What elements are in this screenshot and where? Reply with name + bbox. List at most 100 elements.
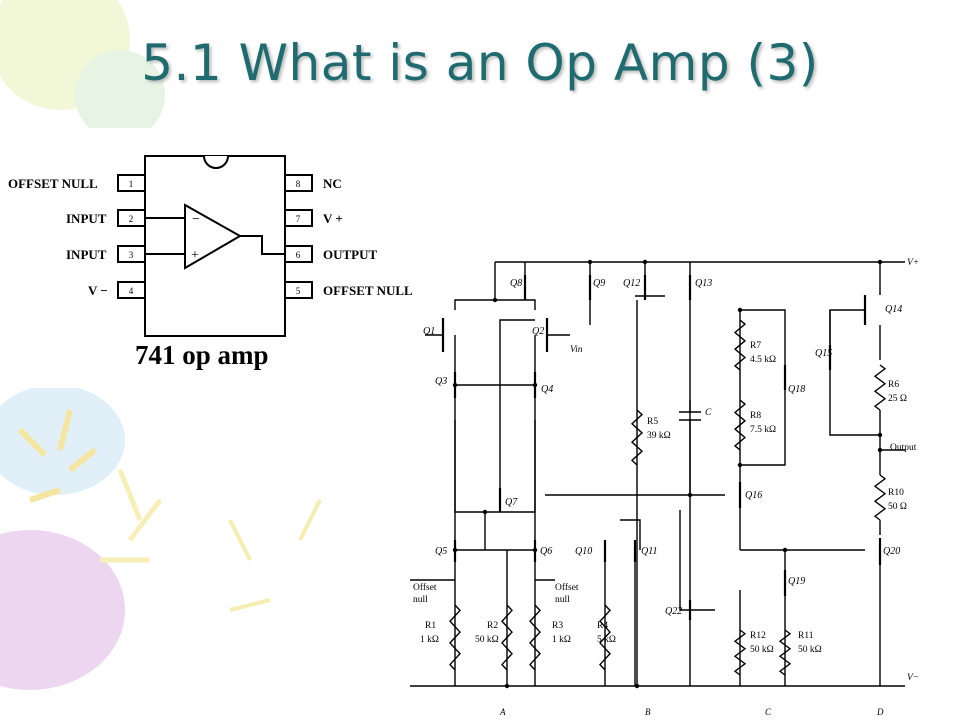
slide-title: 5.1 What is an Op Amp (3) — [141, 34, 819, 92]
schematic-wires — [410, 261, 905, 687]
capacitor-label: C — [705, 408, 712, 418]
vplus-label: V+ — [907, 258, 919, 268]
pinout-diagram: OFFSET NULL INPUT INPUT V − NC V + OUTPU… — [0, 128, 440, 388]
r10-value: 50 Ω — [888, 502, 907, 512]
q7-label: Q7 — [505, 497, 518, 508]
q14-label: Q14 — [885, 304, 902, 315]
r3-name: R3 — [552, 621, 563, 631]
decor-rays-3 — [228, 499, 322, 612]
r11-value: 50 kΩ — [798, 645, 822, 655]
transistor-bars — [441, 275, 882, 620]
q8-label: Q8 — [510, 278, 522, 289]
pin-5-label: OFFSET NULL — [323, 283, 413, 298]
pinout-caption: 741 op amp — [135, 340, 269, 370]
r12-value: 50 kΩ — [750, 645, 774, 655]
r5-zigzag — [630, 409, 644, 466]
q3-label: Q3 — [435, 376, 447, 387]
opamp-wires — [145, 217, 285, 255]
r2-name: R2 — [487, 621, 498, 631]
decor-balloon-green — [75, 50, 165, 140]
pin-1-number: 1 — [129, 179, 134, 189]
q13-label: Q13 — [695, 278, 712, 289]
q10-label: Q10 — [575, 546, 592, 557]
junction-dot — [532, 382, 538, 388]
q2-label: Q2 — [532, 326, 544, 337]
opamp-triangle — [184, 203, 243, 270]
offset-null-left-2: null — [413, 595, 428, 605]
package-notch — [203, 155, 229, 169]
offset-null-left-1: Offset — [413, 582, 437, 593]
junction-dot — [482, 509, 488, 515]
noninverting-sign: + — [191, 248, 199, 263]
r4-zigzag — [599, 604, 611, 671]
pin-5-number: 5 — [296, 286, 301, 296]
junction-dot — [737, 307, 743, 313]
junction-dot — [634, 683, 640, 689]
r8-value: 7.5 kΩ — [750, 425, 776, 435]
bottom-label-b: B — [645, 707, 651, 717]
decor-rays — [17, 409, 97, 503]
pin-4-label: V − — [88, 283, 108, 298]
junction-dot — [532, 547, 538, 553]
pin-8-box — [284, 174, 313, 192]
junction-dot — [452, 382, 458, 388]
pin-4-box — [117, 281, 146, 299]
junction-dot — [452, 547, 458, 553]
r2-zigzag — [501, 604, 513, 671]
pin-4-number: 4 — [129, 286, 134, 296]
offset-null-right-2: null — [555, 595, 570, 605]
bottom-label-d: D — [876, 707, 884, 717]
r7-zigzag — [733, 319, 747, 371]
q15-label: Q15 — [815, 348, 832, 359]
r8-zigzag — [733, 399, 747, 451]
q1-label: Q1 — [423, 326, 435, 337]
junction-dot — [587, 259, 593, 265]
r1-zigzag — [449, 604, 461, 671]
pin-1-box — [117, 174, 146, 192]
pin-7-box — [284, 209, 313, 227]
r11-zigzag — [778, 629, 792, 676]
r4-name: R4 — [597, 621, 608, 631]
pin-5-box — [284, 281, 313, 299]
pin-6-number: 6 — [296, 250, 301, 260]
junction-dot — [642, 259, 648, 265]
junction-dots — [452, 259, 883, 689]
q18-label: Q18 — [788, 384, 805, 395]
decor-rays-2 — [100, 469, 162, 563]
pin-8-label: NC — [323, 176, 342, 191]
q4-label: Q4 — [541, 384, 553, 395]
junction-dot — [687, 492, 693, 498]
r5-name: R5 — [647, 417, 658, 427]
junction-dot — [877, 447, 883, 453]
q5-label: Q5 — [435, 546, 447, 557]
pin-3-label: INPUT — [66, 247, 107, 262]
schematic-diagram: Q1 Q2 Q3 Q4 Q5 Q6 Q7 Q8 Q9 Q10 Q11 Q12 Q… — [410, 258, 919, 717]
offset-null-right-1: Offset — [555, 582, 579, 593]
r2-value: 50 kΩ — [475, 635, 499, 645]
pin-8-number: 8 — [296, 179, 301, 189]
q11-label: Q11 — [641, 546, 657, 557]
r6-name: R6 — [888, 380, 899, 390]
r10-zigzag — [873, 474, 887, 521]
q9-label: Q9 — [593, 278, 605, 289]
r7-name: R7 — [750, 341, 761, 351]
junction-dot — [877, 259, 883, 265]
inverting-sign: − — [192, 212, 200, 227]
r4-value: 5 kΩ — [597, 635, 616, 645]
r7-value: 4.5 kΩ — [750, 355, 776, 365]
pin-3-number: 3 — [129, 250, 134, 260]
junction-dot — [877, 432, 883, 438]
pin-7-number: 7 — [296, 214, 301, 224]
q22-label: Q22 — [665, 606, 682, 617]
dip-package-body — [144, 155, 286, 337]
r6-zigzag — [873, 364, 887, 411]
pin-2-number: 2 — [129, 214, 134, 224]
bottom-label-c: C — [765, 707, 772, 717]
r3-zigzag — [529, 604, 541, 671]
r12-zigzag — [733, 629, 747, 676]
q12-label: Q12 — [623, 278, 640, 289]
r5-value: 39 kΩ — [647, 431, 671, 441]
junction-dot — [504, 683, 510, 689]
r1-value: 1 kΩ — [420, 635, 439, 645]
